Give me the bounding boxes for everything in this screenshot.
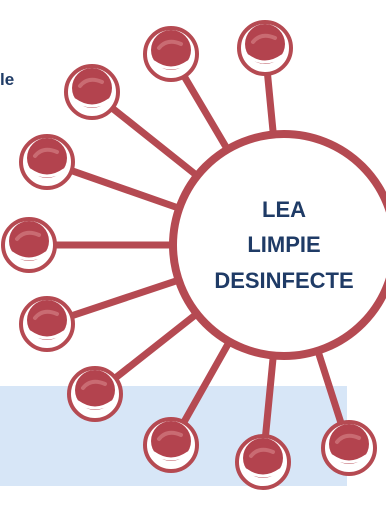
spike-ball-highlight (15, 230, 41, 241)
spike-ball-shine (28, 330, 66, 340)
spike-ball-shine (152, 60, 190, 70)
spike-ball-shine (76, 400, 114, 410)
spike-ball-shine (330, 454, 368, 464)
spike-ball (27, 300, 67, 340)
spike-ball-highlight (251, 33, 277, 44)
spike-ball-shine (244, 468, 282, 478)
spike-ball (243, 438, 283, 478)
spike-ball-shine (152, 451, 190, 461)
spike-ball-highlight (249, 447, 275, 458)
spike-ball-highlight (33, 147, 59, 158)
spike-ball-shine (28, 168, 66, 178)
center-line-lea: LEA (262, 197, 306, 223)
spike-ball (245, 24, 285, 64)
spike-ball (9, 221, 49, 261)
spike-ball (72, 68, 112, 108)
spike-ball (27, 138, 67, 178)
spike-stem (263, 66, 278, 142)
spike-ball-shine (246, 54, 284, 64)
spike-ball-shine (10, 251, 48, 261)
spike-ball-shine (73, 98, 111, 108)
spike-ball (75, 370, 115, 410)
spike-stem (64, 165, 187, 214)
spike-stem (105, 102, 204, 182)
spike-stem (178, 69, 234, 157)
spike-ball-highlight (81, 379, 107, 390)
spike-ball (151, 30, 191, 70)
spike-ball (329, 424, 369, 464)
spike-ball-highlight (157, 430, 183, 441)
spike-ball-highlight (78, 77, 104, 88)
clipped-heading-text: le (0, 70, 15, 89)
spike-stem (178, 334, 235, 430)
spike-ball-highlight (335, 433, 361, 444)
virus-center-message: LEA LIMPIE DESINFECTE (209, 170, 359, 320)
spike-stem (108, 307, 204, 384)
center-line-limpie: LIMPIE (247, 232, 321, 258)
spike-ball-highlight (157, 39, 183, 50)
virus-body-fill (178, 139, 386, 351)
center-line-desinfecte: DESINFECTE (214, 267, 354, 293)
spike-ball (151, 421, 191, 461)
spike-ball-highlight (33, 309, 59, 320)
spike-stem (64, 275, 186, 321)
spike-stem (313, 343, 346, 431)
spike-stem (261, 348, 278, 444)
